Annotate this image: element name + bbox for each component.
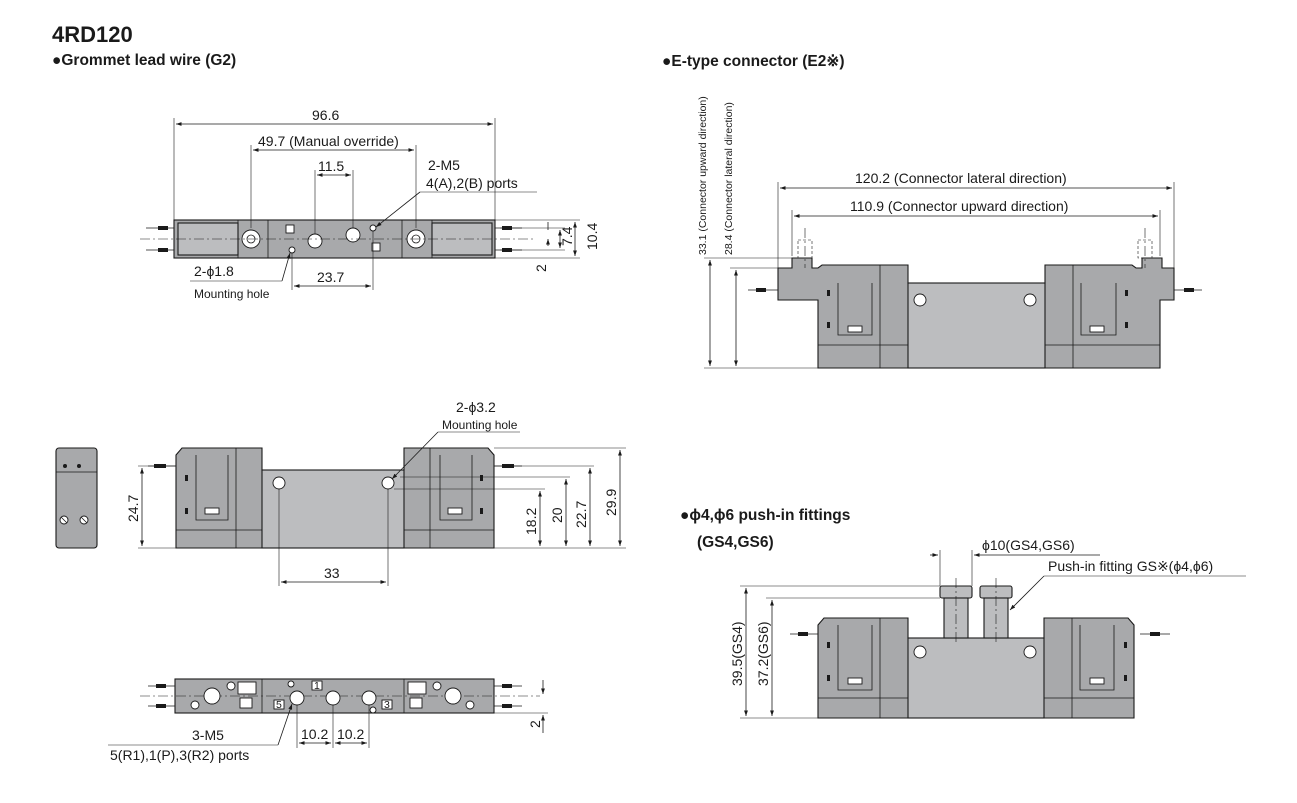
dim-offset-2: 2 [533, 264, 549, 272]
pushin-fitting-left [939, 578, 973, 645]
heading-pushin-2: (GS4,GS6) [697, 534, 774, 551]
etype-connector-view: 120.2 (Connector lateral direction) 110.… [697, 96, 1202, 369]
dim-port-pitch-a: 10.2 [301, 726, 328, 742]
page-title: 4RD120 [52, 22, 133, 47]
dim-height-7.4: 7.4 [559, 226, 575, 246]
top-view: 96.6 49.7 (Manual override) 11.5 2-M5 4(… [140, 107, 600, 301]
label-port-3-desc: 5(R1),1(P),3(R2) ports [110, 747, 249, 763]
marker-port-1: 1 [314, 680, 320, 692]
dim-port-pitch: 11.5 [318, 158, 344, 174]
port-b-top [307, 233, 323, 249]
port-1-p [325, 690, 341, 706]
bottom-view: 1 5 3 2 10.2 10.2 3-M5 5(R1),1(P),3(R2) … [108, 678, 548, 763]
side-view [55, 447, 98, 549]
label-mount-hole-1.8: 2-ϕ1.8 [194, 263, 234, 279]
pushin-fitting-view: ϕ10(GS4,GS6) Push-in fitting GS※(ϕ4,ϕ6) … [729, 537, 1246, 719]
dim-upward-length: 110.9 (Connector upward direction) [850, 198, 1068, 214]
manifold-block [261, 469, 405, 549]
dim-height-gs6: 37.2(GS6) [755, 621, 771, 686]
label-mount-hole-3.2-desc: Mounting hole [442, 418, 518, 432]
dim-height-29.9: 29.9 [603, 489, 619, 516]
dim-height-10.4: 10.4 [584, 223, 600, 250]
mount-hole-front-left [272, 476, 286, 490]
dim-bottom-offset-2: 2 [527, 720, 543, 728]
front-view: 2-ϕ3.2 Mounting hole 24.7 18.2 20 22.7 2… [125, 399, 626, 586]
lead-wires-left [146, 226, 174, 252]
heading-grommet: ●Grommet lead wire (G2) [52, 52, 237, 69]
label-pushin-fitting: Push-in fitting GS※(ϕ4,ϕ6) [1048, 558, 1213, 574]
pushin-fitting-right [979, 578, 1013, 645]
port-a-top [345, 227, 361, 243]
dim-height-22.7: 22.7 [573, 501, 589, 528]
port-3-r2 [361, 690, 377, 706]
dim-height-18.2: 18.2 [523, 508, 539, 535]
dim-fitting-diameter: ϕ10(GS4,GS6) [982, 537, 1075, 553]
marker-port-5: 5 [276, 699, 282, 711]
dim-overall-length: 96.6 [312, 107, 339, 123]
dim-manual-override: 49.7 (Manual override) [258, 133, 399, 149]
heading-etype: ●E-type connector (E2※) [662, 53, 845, 70]
label-port-m5: 2-M5 [428, 157, 460, 173]
dim-hole-pitch-23.7: 23.7 [317, 269, 344, 285]
dim-height-gs4: 39.5(GS4) [729, 621, 745, 686]
dim-height-20: 20 [549, 507, 565, 523]
label-mount-hole-desc: Mounting hole [194, 287, 270, 301]
label-port-3-m5: 3-M5 [192, 727, 224, 743]
dim-lateral-length: 120.2 (Connector lateral direction) [855, 170, 1067, 186]
port-5-r1 [289, 690, 305, 706]
dim-lateral-height: 28.4 (Connector lateral direction) [723, 102, 735, 255]
label-port-desc: 4(A),2(B) ports [426, 175, 518, 191]
dim-height-24.7: 24.7 [125, 495, 141, 522]
marker-port-3: 3 [384, 699, 390, 711]
dim-upward-height: 33.1 (Connector upward direction) [697, 96, 709, 255]
mount-hole-top-right [369, 224, 377, 232]
dim-port-pitch-b: 10.2 [337, 726, 364, 742]
dim-hole-pitch-33: 33 [324, 565, 340, 581]
heading-pushin-1: ●ϕ4,ϕ6 push-in fittings [680, 507, 851, 524]
mount-hole-top-left [288, 246, 296, 254]
label-mount-hole-3.2: 2-ϕ3.2 [456, 399, 496, 415]
